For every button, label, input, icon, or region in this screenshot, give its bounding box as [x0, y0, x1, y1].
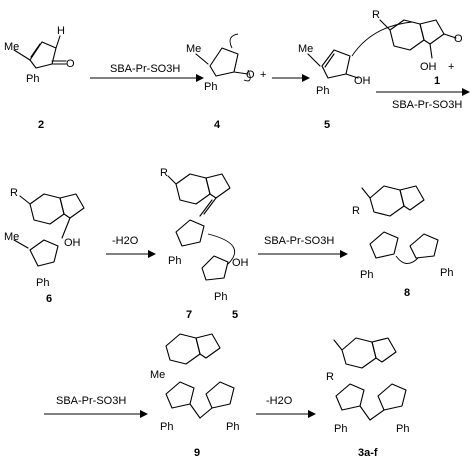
arrowhead-2	[302, 74, 310, 82]
plus-sign: +	[448, 61, 454, 73]
arrowhead-3	[462, 88, 470, 96]
compound-1-number: 1	[434, 75, 440, 87]
hydroxyl-label: OH	[420, 61, 437, 73]
reagent-label-3: -H2O	[112, 235, 139, 247]
compound-5-number: 5	[324, 119, 330, 131]
r-group-label: R	[352, 205, 360, 217]
compound-6-number: 6	[46, 293, 52, 305]
phenyl-label-2: Ph	[396, 423, 409, 435]
compound-4: Me O Ph + 4	[186, 33, 266, 131]
arrowhead-5	[340, 250, 348, 258]
oxygen-label: O	[246, 69, 255, 81]
reagent-label-5: SBA-Pr-SO3H	[56, 395, 126, 407]
phenyl-label: Ph	[168, 255, 181, 267]
hydroxyl-label: OH	[64, 237, 81, 249]
compound-6: R Me OH Ph 6	[4, 187, 85, 305]
plus-sign: +	[260, 69, 266, 81]
phenyl-label: Ph	[360, 269, 373, 281]
oxygen-label: O	[454, 33, 463, 45]
phenyl-label: Ph	[316, 85, 329, 97]
compound-7: R Ph OH Ph 7 5	[160, 167, 249, 321]
r-group-label: R	[10, 187, 18, 199]
reagent-label-6: -H2O	[266, 395, 293, 407]
arrowhead-1	[196, 74, 204, 82]
compound-3: R Ph Ph 3a-f	[326, 337, 409, 459]
phenyl-label: Ph	[36, 277, 49, 289]
methyl-label: Me	[186, 43, 201, 55]
methyl-label: Me	[4, 231, 19, 243]
compound-8: R Ph Ph 8	[352, 185, 453, 299]
compound-5: Me OH Ph 5	[298, 21, 413, 131]
phenyl-label-2: Ph	[214, 291, 227, 303]
phenyl-label: Ph	[160, 421, 173, 433]
compound-9-number: 9	[194, 447, 200, 459]
hydrogen-label: H	[57, 25, 65, 37]
methyl-label: Me	[150, 369, 165, 381]
compound-8-number: 8	[404, 287, 410, 299]
phenyl-label: Ph	[204, 81, 217, 93]
methyl-label: Me	[298, 43, 313, 55]
hydroxyl-label: OH	[354, 75, 371, 87]
compound-2: Me H O Ph 2	[4, 25, 75, 131]
compound-3-number: 3a-f	[358, 447, 378, 459]
r-group-label: R	[326, 371, 334, 383]
reagent-label-4: SBA-Pr-SO3H	[264, 235, 334, 247]
compound-1: R O OH + 1	[372, 9, 463, 87]
phenyl-label: Ph	[334, 423, 347, 435]
phenyl-label: Ph	[26, 73, 39, 85]
oxygen-label: O	[66, 58, 75, 70]
phenyl-label-2: Ph	[226, 421, 239, 433]
compound-2-number: 2	[38, 119, 44, 131]
hydroxyl-label: OH	[232, 257, 249, 269]
reagent-label-2: SBA-Pr-SO3H	[392, 99, 462, 111]
reagent-label-1: SBA-Pr-SO3H	[110, 63, 180, 75]
r-group-label: R	[372, 9, 380, 21]
arrowhead-6	[140, 410, 148, 418]
compound-4-number: 4	[214, 119, 221, 131]
arrowhead-7	[308, 410, 316, 418]
compound-9: Me Ph Ph 9	[150, 333, 239, 459]
phenyl-label-2: Ph	[440, 267, 453, 279]
methyl-label: Me	[4, 41, 19, 53]
compound-5b-number: 5	[232, 309, 238, 321]
arrowhead-4	[148, 250, 156, 258]
compound-7-number: 7	[186, 309, 192, 321]
r-group-label: R	[160, 167, 168, 179]
